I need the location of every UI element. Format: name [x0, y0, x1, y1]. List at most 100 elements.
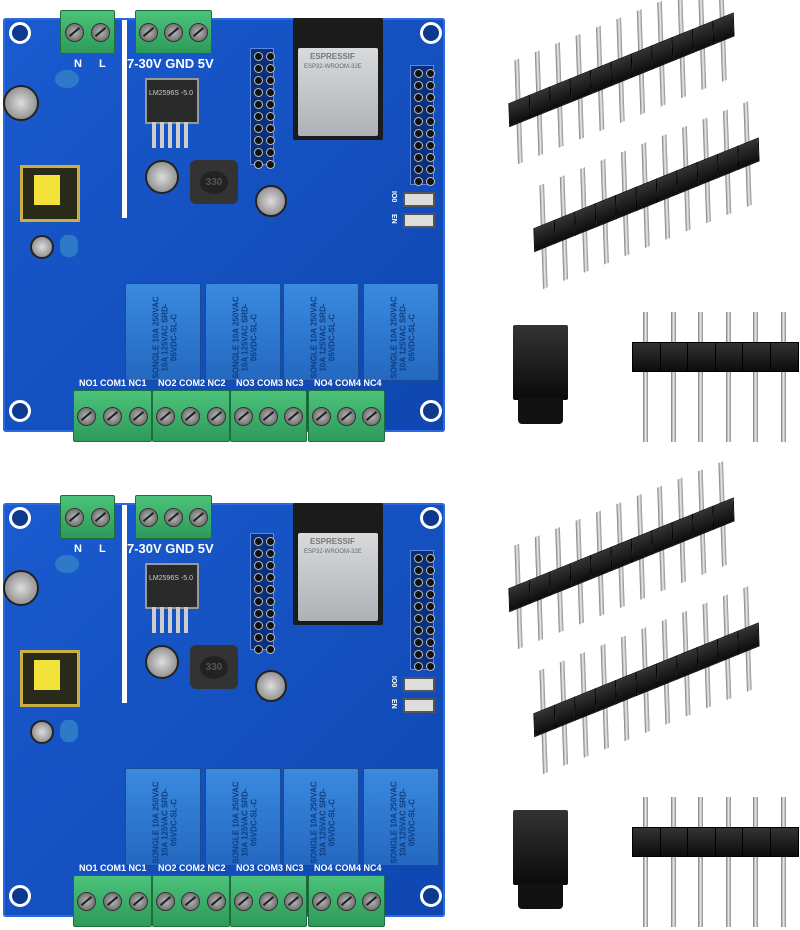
- screw-icon: [102, 406, 122, 426]
- pin-header-footprint: [250, 48, 275, 169]
- relay-text: SONGLE 10A 250VAC 10A 125VAC SRD-05VDC-S…: [309, 296, 337, 379]
- screw-icon: [312, 406, 331, 426]
- screw-icon: [284, 891, 303, 911]
- pin-pad: [426, 129, 435, 138]
- inductor: 330: [190, 645, 238, 689]
- pin-pad: [414, 614, 423, 623]
- pin-housing: [742, 827, 771, 857]
- pin-pad: [254, 64, 263, 73]
- pin-pad: [266, 76, 275, 85]
- pin-housing: [676, 647, 699, 680]
- power-label: 7-30V GND 5V: [127, 541, 214, 556]
- inductor-text: 330: [199, 655, 229, 679]
- header-pin: [742, 797, 771, 927]
- pin-housing: [676, 162, 699, 195]
- module-model: ESP32-WROOM-32E: [304, 64, 362, 70]
- pin-pad: [266, 64, 275, 73]
- pin-housing: [655, 170, 678, 203]
- jumper-cap-base: [518, 883, 563, 909]
- boot-button-label: IO0: [390, 676, 397, 688]
- terminal-block: [230, 875, 307, 927]
- pin-wire: [670, 797, 676, 927]
- terminal-block: [135, 10, 212, 54]
- pin-housing: [610, 538, 633, 572]
- pin-housing: [553, 211, 576, 245]
- pin-pad: [426, 117, 435, 126]
- screw-icon: [189, 22, 208, 42]
- pin-pad: [426, 566, 435, 575]
- jumper-cap-base: [518, 398, 563, 424]
- header-pin: [687, 312, 716, 442]
- pin-housing: [737, 622, 760, 655]
- regulator-pins: [152, 607, 188, 633]
- screw-icon: [91, 507, 111, 527]
- varistor: [55, 70, 79, 88]
- pin-pad: [426, 650, 435, 659]
- pin-housing: [610, 53, 633, 87]
- pin-pad: [266, 148, 275, 157]
- header-pin: [736, 583, 760, 695]
- pin-pad: [414, 578, 423, 587]
- pin-pad: [254, 537, 263, 546]
- pin-pad: [414, 638, 423, 647]
- pin-pad: [414, 662, 423, 671]
- pin-housing: [659, 342, 689, 372]
- pin-pad: [266, 112, 275, 121]
- relay-text: SONGLE 10A 250VAC 10A 125VAC SRD-05VDC-S…: [309, 781, 337, 864]
- varistor: [55, 555, 79, 573]
- pin-housing: [528, 571, 551, 605]
- pin-pad: [414, 626, 423, 635]
- pin-housing: [594, 680, 617, 713]
- pin-pad: [414, 566, 423, 575]
- screw-icon: [259, 406, 278, 426]
- pin-pad: [414, 590, 423, 599]
- relay-text: SONGLE 10A 250VAC 10A 125VAC SRD-05VDC-S…: [389, 296, 417, 379]
- reset-button: [403, 698, 435, 713]
- screw-icon: [139, 507, 158, 527]
- regulator-chip: LM2596S -5.0: [145, 563, 199, 609]
- screw-icon: [362, 406, 381, 426]
- pin-pad: [426, 93, 435, 102]
- pin-housing: [549, 563, 572, 596]
- screw-icon: [362, 891, 381, 911]
- pin-pad: [266, 621, 275, 630]
- pin-wire: [780, 312, 786, 442]
- terminal-block: [135, 495, 212, 539]
- pin-pad: [254, 597, 263, 606]
- header-pin: [632, 797, 661, 927]
- screw-icon: [337, 406, 356, 426]
- capacitor: [3, 570, 39, 606]
- screw-icon: [234, 891, 253, 911]
- pin-pad: [254, 52, 263, 61]
- capacitor: [3, 85, 39, 121]
- straight-pin-header: [632, 312, 799, 442]
- pin-pad: [426, 662, 435, 671]
- pin-housing: [691, 505, 715, 539]
- mains-label-l: L: [99, 58, 106, 70]
- module-brand: ESPRESSIF: [310, 537, 355, 546]
- jumper-cap: [513, 325, 568, 400]
- pin-header-footprint: [250, 533, 275, 654]
- pin-pad: [254, 573, 263, 582]
- pin-pad: [266, 52, 275, 61]
- pin-housing: [574, 203, 597, 236]
- pin-housing: [716, 145, 740, 179]
- pin-housing: [569, 70, 592, 103]
- screw-icon: [64, 507, 84, 527]
- header-pin: [659, 797, 689, 927]
- power-label: 7-30V GND 5V: [127, 56, 214, 71]
- pin-housing: [630, 45, 653, 78]
- header-pin: [769, 797, 799, 927]
- pin-housing: [508, 579, 531, 613]
- pin-pad: [254, 585, 263, 594]
- relay: SONGLE 10A 250VAC 10A 125VAC SRD-05VDC-S…: [125, 283, 201, 381]
- relay-terminal-label: NO2 COM2 NC2: [158, 863, 226, 873]
- relay-terminal-label: NO3 COM3 NC3: [236, 378, 304, 388]
- screw-icon: [64, 22, 84, 42]
- pin-pad: [414, 650, 423, 659]
- relay: SONGLE 10A 250VAC 10A 125VAC SRD-05VDC-S…: [125, 768, 201, 866]
- terminal-block: [73, 390, 152, 442]
